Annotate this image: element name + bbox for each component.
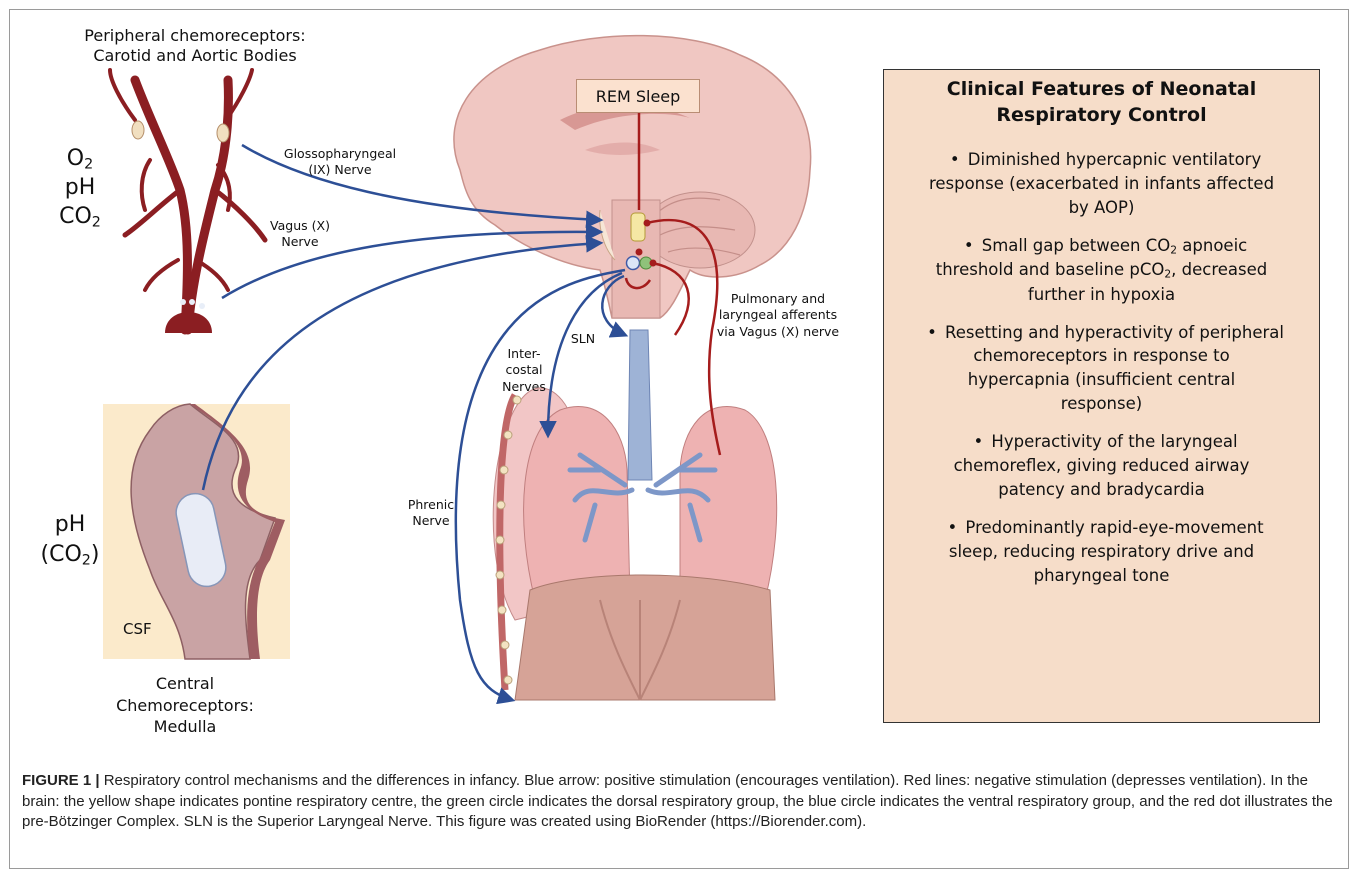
clinical-features-panel: Clinical Features of Neonatal Respirator… [883,69,1320,723]
csf-label: CSF [123,620,152,639]
aortic-body [180,299,186,305]
inhibition-node [650,260,657,267]
peripheral-chemoreceptors-label: Peripheral chemoreceptors: Carotid and A… [50,26,340,66]
vagus-nerve-label: Vagus (X) Nerve [250,218,350,251]
central-stimuli-label: pH (CO2) [30,510,110,571]
central-chemoreceptors-label: Central Chemoreceptors: Medulla [90,673,280,738]
aortic-body [199,303,205,309]
figure-caption: FIGURE 1 | Respiratory control mechanism… [22,771,1342,833]
list-item: •Diminished hypercapnic ventilatory resp… [902,148,1301,220]
caption-text: Respiratory control mechanisms and the d… [22,772,1333,830]
pontine-respiratory-centre [631,213,645,241]
rem-sleep-box: REM Sleep [576,79,700,113]
pulmonary-afferents-label: Pulmonary and laryngeal afferents via Va… [708,291,848,340]
list-item: •Small gap between CO2 apnoeic threshold… [902,234,1301,306]
artery-illustration [110,70,265,330]
glossopharyngeal-nerve-label: Glossopharyngeal (IX) Nerve [270,146,410,179]
aortic-body [189,299,195,305]
intercostal-nerves-label: Inter- costal Nerves [494,346,554,395]
phrenic-nerve-label: Phrenic Nerve [396,497,466,530]
ventral-respiratory-group [627,257,640,270]
list-item: •Hyperactivity of the laryngeal chemoref… [902,430,1301,502]
list-item: •Predominantly rapid-eye-movement sleep,… [902,516,1301,588]
list-item: •Resetting and hyperactivity of peripher… [902,321,1301,417]
carotid-body [217,124,229,142]
caption-label: FIGURE 1 | [22,772,100,789]
peripheral-stimuli-label: O2 pH CO2 [40,145,120,232]
carotid-body [132,121,144,139]
inhibition-node [644,220,651,227]
aortic-arch [165,312,212,333]
rem-sleep-label: REM Sleep [596,87,681,106]
brain-illustration [454,36,811,318]
panel-title: Clinical Features of Neonatal Respirator… [902,76,1301,128]
sln-label: SLN [563,331,603,347]
pre-botzinger-complex [636,249,643,256]
features-list: •Diminished hypercapnic ventilatory resp… [902,148,1301,587]
